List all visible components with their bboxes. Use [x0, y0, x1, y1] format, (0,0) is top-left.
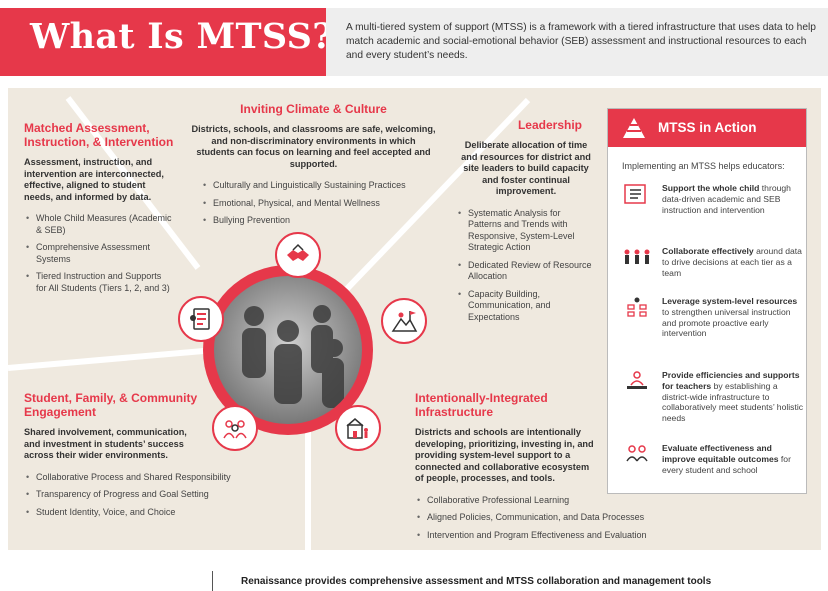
- section-infrastructure-bullets: Collaborative Professional Learning Alig…: [415, 495, 665, 542]
- checklist-icon: [624, 184, 646, 204]
- list-item: Intervention and Program Effectiveness a…: [415, 530, 665, 542]
- section-matched: Matched Assessment, Instruction, & Inter…: [24, 121, 174, 300]
- section-climate-bullets: Culturally and Linguistically Sustaining…: [201, 180, 436, 227]
- section-climate-desc: Districts, schools, and classrooms are s…: [191, 124, 436, 169]
- students-icon: [626, 445, 648, 462]
- mtss-in-action-title: MTSS in Action: [658, 120, 757, 135]
- list-item: Transparency of Progress and Goal Settin…: [24, 489, 264, 501]
- section-leadership: Leadership Deliberate allocation of time…: [456, 118, 596, 329]
- footer-text: Renaissance provides comprehensive asses…: [241, 576, 712, 587]
- list-item: Student Identity, Voice, and Choice: [24, 507, 264, 519]
- mtss-in-action-header: MTSS in Action: [608, 109, 806, 147]
- section-climate: Inviting Climate & Culture Districts, sc…: [191, 102, 436, 233]
- list-item: Emotional, Physical, and Mental Wellness: [201, 198, 436, 210]
- section-engagement-title: Student, Family, & Community Engagement: [24, 391, 198, 419]
- sidebar-item-text: by establishing a district-wide infrastr…: [662, 380, 804, 424]
- mtss-in-action-intro: Implementing an MTSS helps educators:: [622, 161, 785, 171]
- section-engagement-bullets: Collaborative Process and Shared Respons…: [24, 472, 264, 519]
- section-engagement-desc: Shared involvement, communication, and i…: [24, 427, 187, 461]
- footer-divider: [212, 571, 213, 591]
- intro-text: A multi-tiered system of support (MTSS) …: [346, 22, 816, 61]
- sidebar-item-bold: Provide efficiencies and supports for te…: [662, 370, 800, 391]
- students-photo-hub: [203, 265, 373, 435]
- summit-leader-icon: [381, 298, 427, 344]
- community-icon: [212, 405, 258, 451]
- section-matched-bullets: Whole Child Measures (Academic & SEB) Co…: [24, 213, 174, 294]
- section-leadership-bullets: Systematic Analysis for Patterns and Tre…: [456, 208, 596, 324]
- section-matched-desc: Assessment, instruction, and interventio…: [24, 157, 164, 202]
- sidebar-item-bold: Support the whole child: [662, 183, 760, 193]
- section-matched-title: Matched Assessment, Instruction, & Inter…: [24, 121, 174, 149]
- teacher-icon: [627, 371, 647, 389]
- section-leadership-desc: Deliberate allocation of time and resour…: [461, 140, 591, 197]
- sidebar-item-bold: Collaborate effectively: [662, 246, 754, 256]
- sidebar-item-text: for every student and school: [662, 453, 791, 475]
- mtss-in-action-panel: MTSS in Action Implementing an MTSS help…: [607, 108, 807, 494]
- list-item: Collaborative Process and Shared Respons…: [24, 472, 264, 484]
- list-item: Whole Child Measures (Academic & SEB): [24, 213, 174, 236]
- sidebar-item-text: to strengthen universal instruction and …: [662, 306, 791, 339]
- section-infrastructure-desc: Districts and schools are intentionally …: [415, 427, 594, 484]
- section-leadership-title: Leadership: [517, 118, 582, 132]
- page-title: What Is MTSS?: [30, 16, 334, 57]
- school-building-icon: [335, 405, 381, 451]
- section-engagement: Student, Family, & Community Engagement …: [24, 391, 264, 524]
- team-icon: [624, 249, 650, 264]
- list-item: Dedicated Review of Resource Allocation: [456, 260, 596, 283]
- list-item: Systematic Analysis for Patterns and Tre…: [456, 208, 596, 254]
- section-infrastructure-title: Intentionally-Integrated Infrastructure: [415, 391, 548, 419]
- section-infrastructure: Intentionally-Integrated Infrastructure …: [415, 391, 665, 547]
- students-photo: [214, 276, 362, 424]
- sidebar-item-text: around data to drive decisions at each t…: [662, 246, 802, 278]
- list-item: Aligned Policies, Communication, and Dat…: [415, 512, 665, 524]
- list-item: Comprehensive Assessment Systems: [24, 242, 174, 265]
- list-item: Bullying Prevention: [201, 215, 436, 227]
- classroom-icon: [627, 297, 647, 317]
- pyramid-icon: [623, 118, 645, 138]
- list-item: Tiered Instruction and Supports for All …: [24, 271, 174, 294]
- list-item: Culturally and Linguistically Sustaining…: [201, 180, 436, 192]
- intro-band: [326, 8, 828, 76]
- handshake-icon: [275, 232, 321, 278]
- sidebar-item-bold: Leverage system-level resources: [662, 296, 798, 306]
- sidebar-item-bold: Evaluate effectiveness and improve equit…: [662, 443, 779, 464]
- assessment-icon: [178, 296, 224, 342]
- list-item: Capacity Building, Communication, and Ex…: [456, 289, 596, 324]
- section-climate-title: Inviting Climate & Culture: [240, 102, 387, 116]
- sidebar-item-text: through data-driven academic and SEB ins…: [662, 183, 791, 215]
- list-item: Collaborative Professional Learning: [415, 495, 665, 507]
